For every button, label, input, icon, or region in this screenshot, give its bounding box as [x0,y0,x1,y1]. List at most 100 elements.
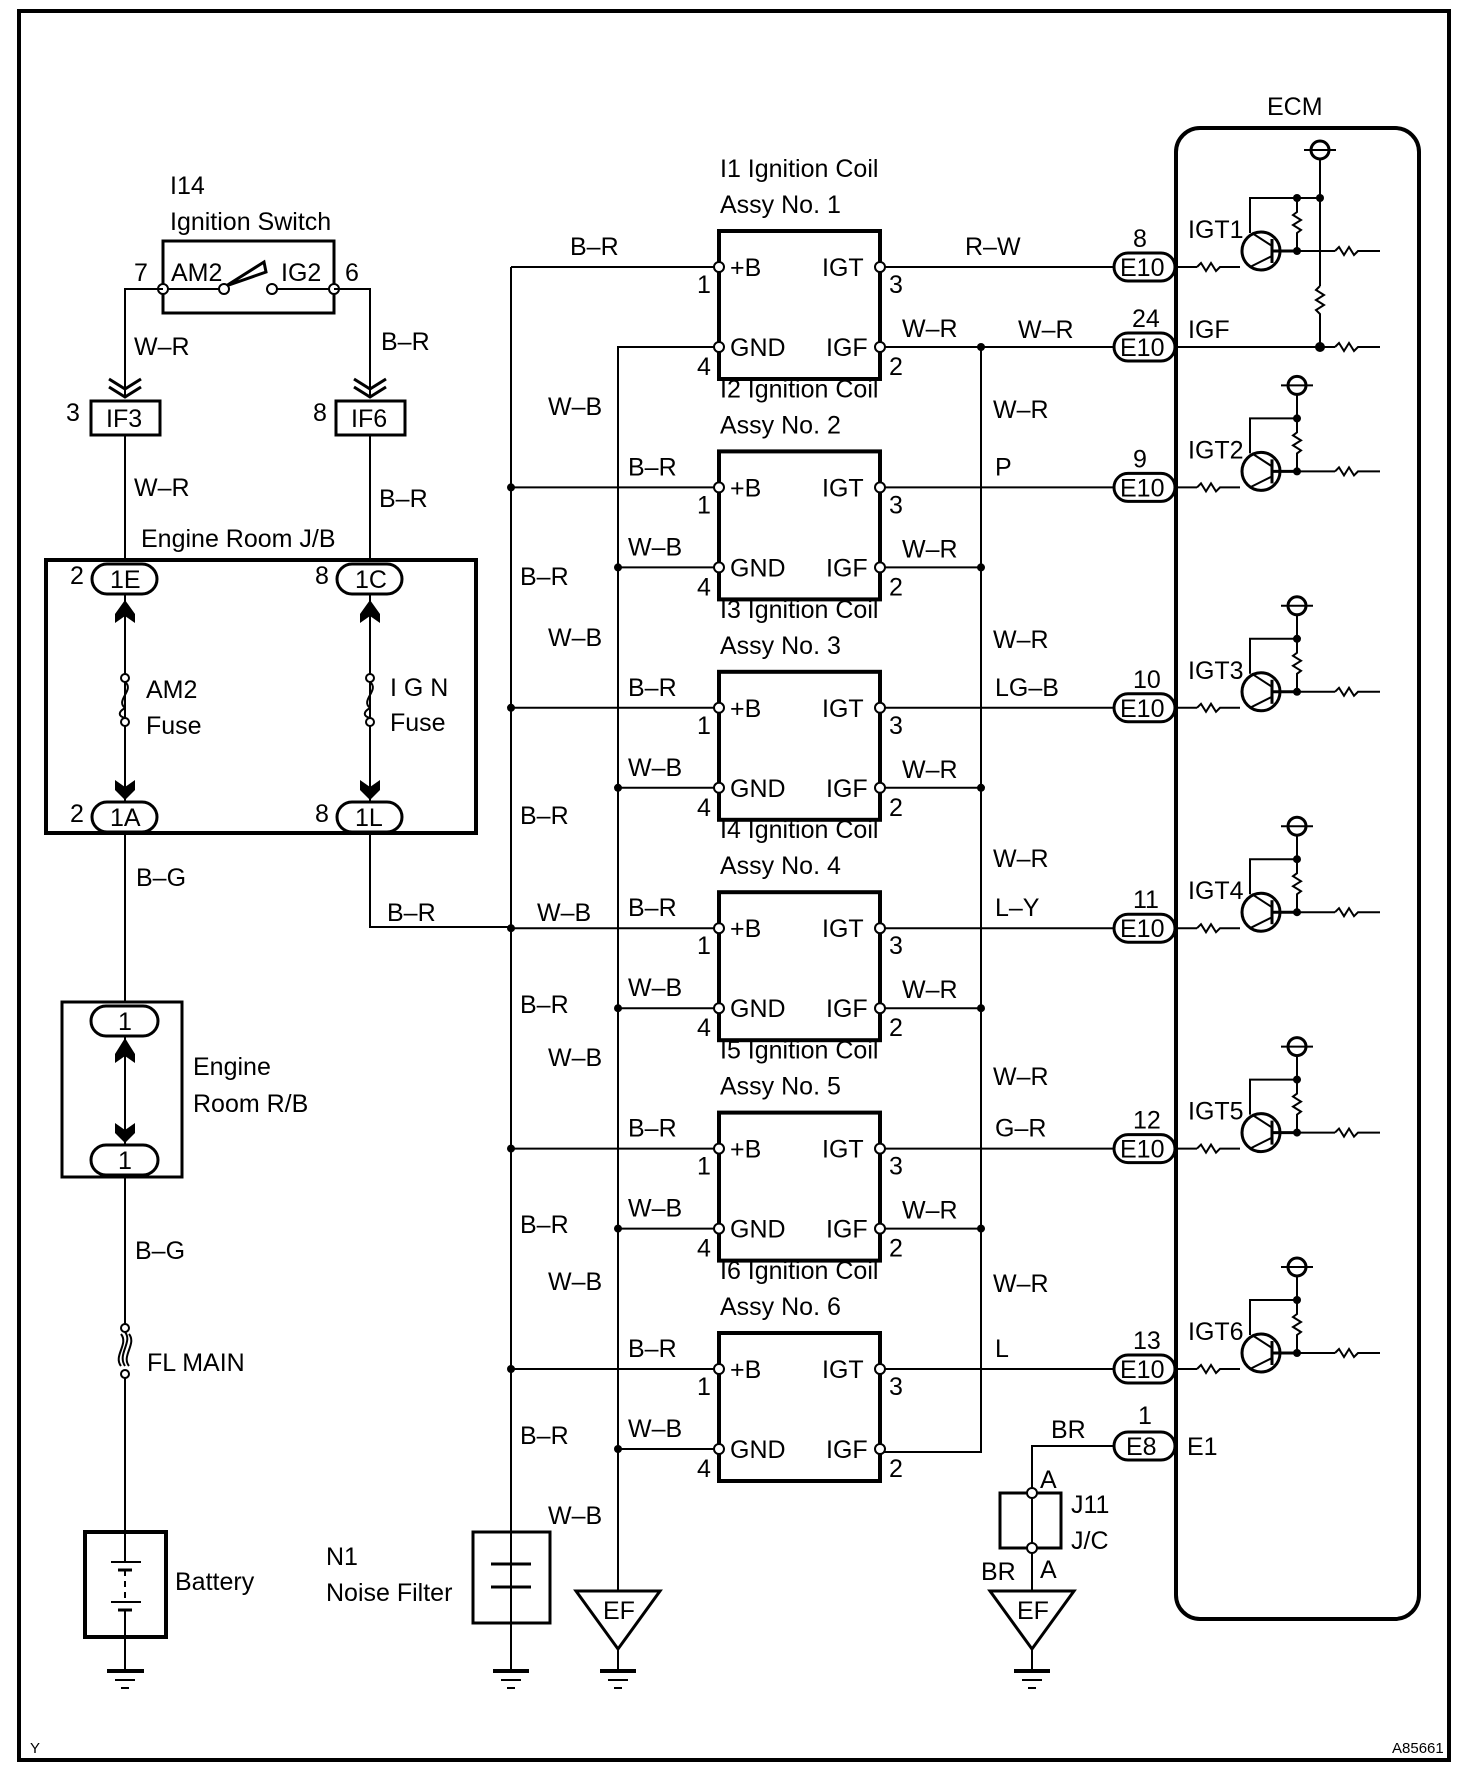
connector-e8: E8 [1126,1433,1157,1461]
resistor-icon [1196,922,1240,935]
coil-terminal [713,922,725,935]
wire-label: W–B [628,533,682,561]
j11-pin-bottom: A [1040,1556,1057,1584]
ef-label: EF [603,1597,635,1625]
wire-label: W–B [548,1044,602,1072]
coil-pin-number: 2 [889,353,903,381]
coil-terminal [874,701,886,714]
coil-pin-label-igf: IGF [826,554,868,582]
ecm-driver-label: IGT1 [1188,216,1244,244]
switch-contact-ig2: IG2 [281,259,321,287]
ecm-pin-number: 9 [1133,445,1147,473]
wire-label: LG–B [995,674,1059,702]
coil-terminal [713,481,725,494]
coil-pin-number: 3 [889,712,903,740]
coil-terminal [874,481,886,494]
coil-pin-label-igf: IGF [826,1216,868,1244]
ground-icon [107,1669,144,1689]
coil-assy: Assy No. 1 [720,191,841,219]
wire-label: B–R [520,991,569,1019]
ecm-driver-label: IGT4 [1188,877,1244,905]
coil-terminal [874,341,886,353]
battery-icon [83,1530,168,1671]
connector-arrow-icon [360,600,380,623]
wire-label: B–G [135,1237,185,1265]
wire-label: W–R [902,1197,958,1225]
wire-label: B–R [628,894,677,922]
wire-label: W–B [628,754,682,782]
junction-block-name: Engine Room J/B [141,525,336,553]
coil-terminal [874,1222,886,1235]
ecm-driver-label: IGT3 [1188,657,1244,685]
connector-1l-pin: 8 [315,800,329,828]
ground-icon [493,1669,529,1689]
wire-label: W–B [548,1268,602,1296]
coil-pin-label-igt: IGT [822,254,864,282]
coil-terminal [713,1222,725,1235]
switch-contact-am2: AM2 [171,259,222,287]
coil-pin-label-pos-b: +B [730,695,761,723]
coil-title: I2 Ignition Coil [720,375,878,403]
switch-pin-7: 7 [134,259,148,287]
coil-pin-number: 3 [889,271,903,299]
ecm-e1-label: E1 [1187,1433,1218,1461]
coil-pin-label-gnd: GND [730,554,786,582]
resistor-icon [1334,245,1380,257]
connector-if6-pin: 8 [313,399,327,427]
ecm-e1-pin: 1 [1138,1402,1152,1430]
am2-fuse-icon [118,673,130,727]
connector-arrow-icon [115,1038,135,1063]
connector-arrow-icon [115,600,135,623]
coil-pin-label-igf: IGF [826,995,868,1023]
wire-label: W–R [902,315,958,343]
ecm-driver-label: IGT2 [1188,436,1244,464]
coil-assy: Assy No. 6 [720,1293,841,1321]
coil-pin-number: 3 [889,1373,903,1401]
noise-filter-name: Noise Filter [326,1579,452,1607]
ecm-driver-label: IGT5 [1188,1098,1244,1126]
coil-pin-number: 4 [697,1014,711,1042]
wr-bus [880,347,982,1453]
battery-label: Battery [175,1568,255,1596]
resistor-icon [1291,418,1303,472]
coil-pin-number: 1 [697,712,711,740]
junction-dot [614,783,622,792]
coil-pin-number: 4 [697,1235,711,1263]
igniter-driver-1: IGT1 [1176,194,1380,273]
engine-room-relay-block: 1 1 Engine Room R/B [60,1000,308,1179]
resistor-icon [1196,1363,1240,1375]
wire-label: W–R [993,1063,1049,1091]
connector-1c-pin: 8 [315,562,329,590]
wire-label: B–R [628,453,677,481]
resistor-icon [1291,1300,1303,1353]
coil-assy: Assy No. 5 [720,1073,841,1101]
connector-e10-label: E10 [1120,1356,1164,1384]
junction-dot [507,483,515,492]
wire-label: B–R [628,1335,677,1363]
ecm-igf-label: IGF [1188,316,1230,344]
fusible-link-icon [117,1323,133,1379]
wire-label: W–B [628,1415,682,1443]
coil-pin-label-igt: IGT [822,695,864,723]
junction-dot [614,563,622,572]
connector-e10-label: E10 [1120,474,1164,502]
wire-label: W–R [902,535,958,563]
ecm-body [1174,126,1421,1621]
coil-pin-label-pos-b: +B [730,474,761,502]
connector-arrow-icon [115,780,135,800]
coil-pin-number: 4 [697,1455,711,1483]
igniter-driver-3: IGT3 [1176,595,1380,714]
wire-label: B–R [520,1211,569,1239]
coil-title: I5 Ignition Coil [720,1037,878,1065]
ecm-pin-number: 8 [1133,225,1147,253]
resistor-icon [1291,638,1303,692]
resistor-icon [1196,481,1240,494]
connector-arrow-icon [360,780,380,800]
connector-if3-label: IF3 [106,405,142,433]
coil-pin-number: 1 [697,1373,711,1401]
wire-label: L–Y [995,894,1040,922]
coil-terminal [713,341,725,353]
coil-pin-label-pos-b: +B [730,1136,761,1164]
